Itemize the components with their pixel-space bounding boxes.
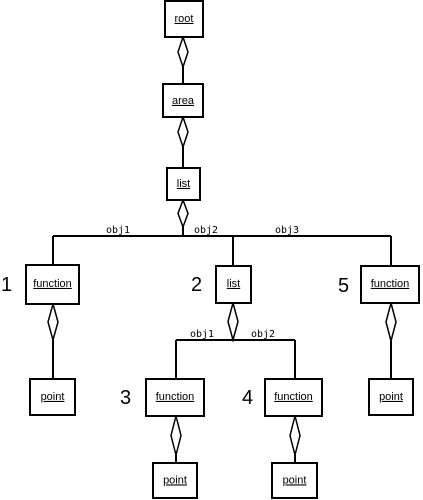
aggregation-diamond-func1 — [47, 301, 59, 343]
step-number-5: 5 — [338, 275, 349, 297]
node-label-func3: function — [156, 391, 195, 403]
edge-label-obj2-top: obj2 — [194, 225, 218, 236]
node-box-list[interactable] — [166, 167, 201, 201]
edge-label-obj1-mid: obj1 — [190, 329, 214, 340]
aggregation-diamond-func3 — [170, 415, 182, 456]
node-label-area: area — [172, 95, 195, 107]
aggregation-diamond-func4 — [289, 415, 301, 456]
node-box-point5[interactable] — [368, 378, 414, 416]
node-box-func1[interactable] — [25, 264, 80, 305]
step-number-4: 4 — [242, 387, 253, 409]
node-box-func4[interactable] — [264, 378, 323, 417]
step-number-1: 1 — [1, 274, 12, 296]
node-box-root[interactable] — [164, 0, 204, 38]
node-box-func5[interactable] — [360, 265, 420, 304]
node-label-func1: function — [33, 278, 72, 290]
node-label-list2: list — [227, 278, 240, 290]
node-box-point4[interactable] — [271, 462, 318, 499]
node-box-point3[interactable] — [152, 462, 198, 499]
node-label-func5: function — [371, 278, 410, 290]
aggregation-diamond-root — [177, 34, 189, 70]
edge-label-obj1-top: obj1 — [106, 225, 130, 236]
node-label-point4: point — [283, 474, 307, 486]
node-box-point1[interactable] — [29, 378, 76, 416]
node-label-point1: point — [41, 391, 65, 403]
edge-label-obj2-mid: obj2 — [251, 329, 275, 340]
node-label-root: root — [175, 13, 194, 25]
node-label-point5: point — [379, 391, 403, 403]
node-box-list2[interactable] — [215, 265, 252, 304]
node-box-func3[interactable] — [145, 378, 205, 417]
node-label-list: list — [177, 178, 190, 190]
node-label-func4: function — [274, 391, 313, 403]
aggregation-diamond-list — [177, 197, 189, 230]
node-box-area[interactable] — [162, 83, 204, 118]
aggregation-diamond-list2 — [227, 300, 239, 343]
step-number-3: 3 — [120, 387, 131, 409]
edge-label-obj3-top: obj3 — [275, 225, 299, 236]
aggregation-diamond-func5 — [385, 300, 397, 344]
aggregation-diamond-area — [177, 114, 189, 150]
node-label-point3: point — [163, 474, 187, 486]
step-number-2: 2 — [191, 274, 202, 296]
